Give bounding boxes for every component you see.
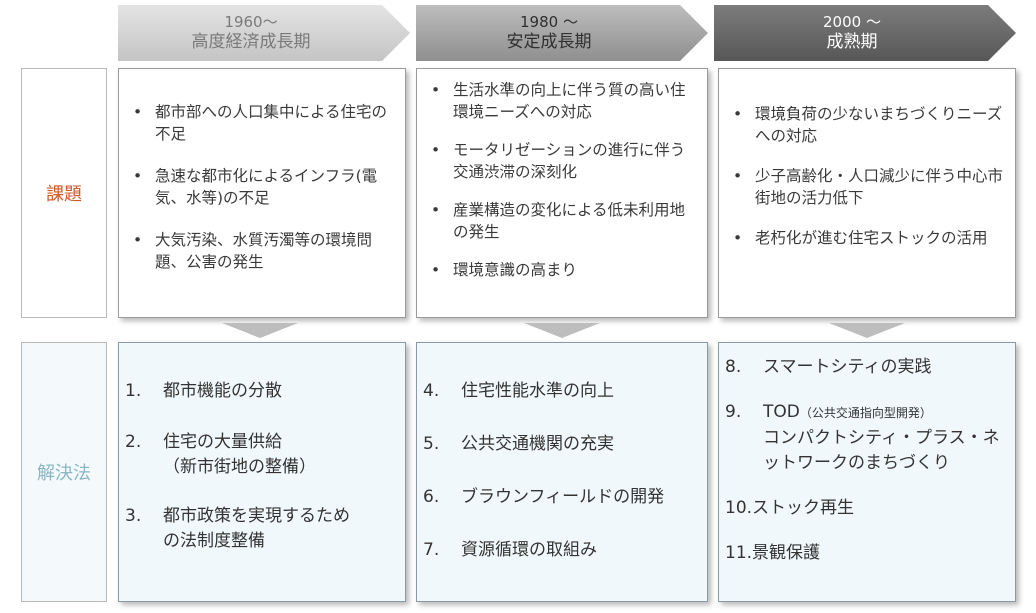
- solution-number: 5.: [423, 434, 440, 454]
- solutions-box-1960: 1. 都市機能の分散 2. 住宅の大量供給 （新市街地の整備） 3. 都市政策を実現す…: [118, 342, 406, 602]
- bullet-icon: •: [733, 167, 743, 185]
- bullet-icon: •: [431, 141, 441, 159]
- bullet-icon: •: [733, 229, 743, 247]
- issue-list: • 生活水準の向上に伴う質の高い住環境ニーズへの対応 • モータリゼーションの進行に…: [431, 79, 699, 281]
- bullet-icon: •: [431, 261, 441, 279]
- bullet-icon: •: [431, 201, 441, 219]
- bullet-icon: •: [133, 103, 143, 121]
- issue-text: 少子高齢化・人口減少に伴う中心市街地の活力低下: [755, 167, 1004, 207]
- solution-list: 1. 都市機能の分散 2. 住宅の大量供給 （新市街地の整備） 3. 都市政策を実現す…: [125, 379, 399, 554]
- period-arrow-1960: 1960～ 高度経済成長期: [118, 5, 410, 61]
- bullet-icon: •: [133, 231, 143, 249]
- issue-list: • 環境負荷の少ないまちづくりニーズへの対応 • 少子高齢化・人口減少に伴う中心市街…: [733, 103, 1007, 249]
- down-arrow-icon: [829, 323, 905, 338]
- issue-text: 老朽化が進む住宅ストックの活用: [755, 229, 988, 247]
- solution-item: 7. 資源循環の取組み: [423, 538, 701, 563]
- issue-text: 都市部への人口集中による住宅の不足: [155, 103, 388, 143]
- issue-item: • 急速な都市化によるインフラ(電気、水等)の不足: [133, 165, 397, 209]
- issues-box-1960: • 都市部への人口集中による住宅の不足 • 急速な都市化によるインフラ(電気、水等)…: [118, 68, 406, 318]
- solution-item-sub: の法制度整備: [125, 529, 399, 554]
- solution-text: 住宅の大量供給: [163, 432, 282, 452]
- solution-item: 4. 住宅性能水準の向上: [423, 379, 701, 404]
- row-label-issues: 課題: [21, 68, 107, 318]
- solution-text: 資源循環の取組み: [461, 540, 597, 560]
- solution-number: 9.: [725, 402, 742, 422]
- solution-item: 6. ブラウンフィールドの開発: [423, 485, 701, 510]
- solution-number: 10.: [725, 498, 753, 518]
- solution-text: 公共交通機関の充実: [461, 434, 614, 454]
- solution-list: 4. 住宅性能水準の向上 5. 公共交通機関の充実 6. ブラウンフィールドの開発 7…: [423, 379, 701, 563]
- solution-number: 8.: [725, 357, 742, 377]
- solution-number: 6.: [423, 487, 440, 507]
- solution-item: 9. TOD（公共交通指向型開発）: [725, 400, 1009, 426]
- period-name: 高度経済成長期: [191, 32, 311, 52]
- solution-number: 7.: [423, 540, 440, 560]
- solution-text: 都市政策を実現するため: [163, 506, 350, 526]
- solution-item: 1. 都市機能の分散: [125, 379, 399, 404]
- bullet-icon: •: [133, 167, 143, 185]
- issue-item: • 都市部への人口集中による住宅の不足: [133, 101, 397, 145]
- solution-subtext: の法制度整備: [163, 531, 265, 551]
- solution-list: 8. スマートシティの実践 9. TOD（公共交通指向型開発） コンパクトシティ・プ…: [725, 355, 1009, 566]
- solution-subtext: コンパクトシティ・プラス・ネットワークのまちづくり: [763, 428, 1000, 473]
- issue-item: • 生活水準の向上に伴う質の高い住環境ニーズへの対応: [431, 79, 699, 123]
- solution-item: 11.景観保護: [725, 541, 1009, 566]
- period-name: 安定成長期: [506, 32, 592, 52]
- period-year: 2000 ～: [823, 13, 881, 31]
- solution-item: 3. 都市政策を実現するため: [125, 504, 399, 529]
- issue-text: 生活水準の向上に伴う質の高い住環境ニーズへの対応: [453, 81, 686, 121]
- solution-text: 住宅性能水準の向上: [461, 381, 614, 401]
- solution-item: 5. 公共交通機関の充実: [423, 432, 701, 457]
- solution-number: 1.: [125, 381, 142, 401]
- issue-text: 環境意識の高まり: [453, 261, 578, 279]
- solution-number: 2.: [125, 432, 142, 452]
- issue-item: • 環境意識の高まり: [431, 259, 699, 281]
- solution-item: 10.ストック再生: [725, 496, 1009, 521]
- bullet-icon: •: [733, 105, 743, 123]
- issue-list: • 都市部への人口集中による住宅の不足 • 急速な都市化によるインフラ(電気、水等)…: [133, 101, 397, 273]
- solution-number: 3.: [125, 506, 142, 526]
- solution-text: TOD: [763, 402, 800, 422]
- solution-item: 2. 住宅の大量供給: [125, 430, 399, 455]
- issue-text: 急速な都市化によるインフラ(電気、水等)の不足: [155, 167, 378, 207]
- solution-number: 11.: [725, 543, 753, 563]
- issue-item: • 大気汚染、水質汚濁等の環境問題、公害の発生: [133, 229, 397, 273]
- solution-item: 8. スマートシティの実践: [725, 355, 1009, 380]
- period-year: 1980 ～: [520, 13, 578, 31]
- solution-text: ブラウンフィールドの開発: [461, 487, 665, 507]
- solution-subtext: （新市街地の整備）: [163, 457, 316, 477]
- issue-item: • 環境負荷の少ないまちづくりニーズへの対応: [733, 103, 1007, 147]
- issue-text: 産業構造の変化による低未利用地の発生: [453, 201, 686, 241]
- solution-text: 景観保護: [752, 543, 821, 563]
- period-year: 1960～: [224, 13, 278, 31]
- solution-item-sub: （新市街地の整備）: [125, 455, 399, 480]
- solution-text: スマートシティの実践: [763, 357, 932, 377]
- issue-text: 大気汚染、水質汚濁等の環境問題、公害の発生: [155, 231, 373, 271]
- solution-item-sub: コンパクトシティ・プラス・ネットワークのまちづくり: [725, 426, 1009, 476]
- issues-box-2000: • 環境負荷の少ないまちづくりニーズへの対応 • 少子高齢化・人口減少に伴う中心市街…: [718, 68, 1016, 318]
- issue-item: • 老朽化が進む住宅ストックの活用: [733, 227, 1007, 249]
- solution-text: 都市機能の分散: [163, 381, 282, 401]
- issue-item: • 少子高齢化・人口減少に伴う中心市街地の活力低下: [733, 165, 1007, 209]
- issues-box-1980: • 生活水準の向上に伴う質の高い住環境ニーズへの対応 • モータリゼーションの進行に…: [416, 68, 708, 318]
- issue-text: モータリゼーションの進行に伴う交通渋滞の深刻化: [453, 141, 686, 181]
- solution-number: 4.: [423, 381, 440, 401]
- bullet-icon: •: [431, 81, 441, 99]
- solutions-box-2000: 8. スマートシティの実践 9. TOD（公共交通指向型開発） コンパクトシティ・プ…: [718, 342, 1016, 602]
- solution-text: ストック再生: [752, 498, 855, 518]
- down-arrow-icon: [222, 323, 298, 338]
- row-label-solutions: 解決法: [21, 342, 107, 602]
- solutions-box-1980: 4. 住宅性能水準の向上 5. 公共交通機関の充実 6. ブラウンフィールドの開発 7…: [416, 342, 708, 602]
- issue-text: 環境負荷の少ないまちづくりニーズへの対応: [755, 105, 1003, 145]
- down-arrow-icon: [524, 323, 600, 338]
- solution-note: （公共交通指向型開発）: [799, 406, 932, 420]
- issue-item: • 産業構造の変化による低未利用地の発生: [431, 199, 699, 243]
- period-arrow-2000: 2000 ～ 成熟期: [714, 5, 1016, 61]
- issue-item: • モータリゼーションの進行に伴う交通渋滞の深刻化: [431, 139, 699, 183]
- period-name: 成熟期: [826, 32, 878, 52]
- period-arrow-1980: 1980 ～ 安定成長期: [416, 5, 708, 61]
